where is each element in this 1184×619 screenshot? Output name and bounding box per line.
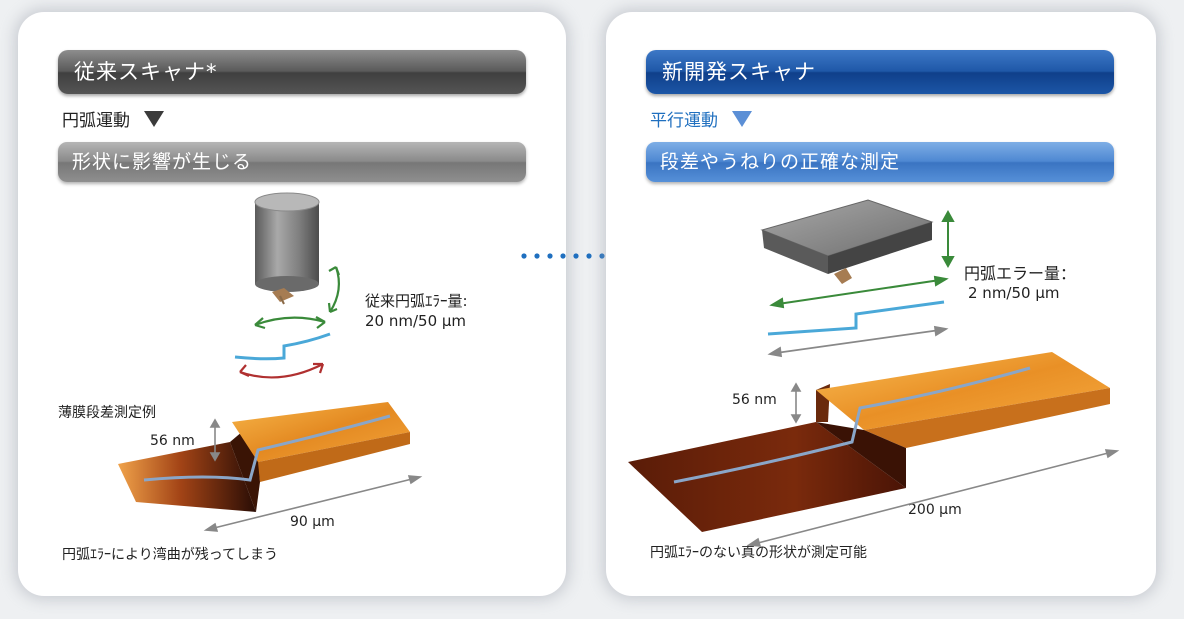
left-width-label: 90 μm [290,514,335,530]
right-width-arrow [746,449,1120,547]
flat-scanner-icon [760,199,934,284]
down-triangle-icon [144,110,164,127]
left-width-arrow [203,475,423,532]
new-scanner-panel: 新開発スキャナ 平行運動 段差やうねりの正確な測定 円弧エラー量： 2 nm/5… [606,12,1156,596]
scan-range-arrow [767,325,949,358]
left-step-height-label: 56 nm [150,433,195,449]
left-caption: 円弧ｴﾗｰにより湾曲が残ってしまう [62,547,279,563]
shape-affected-banner: 形状に影響が生じる [58,142,526,182]
cylinder-scanner-icon [254,192,320,305]
down-triangle-icon [732,110,752,127]
conventional-scanner-panel: 従来スキャナ* 円弧運動 形状に影響が生じる 従来円弧ｴﾗｰ量: 20 nm/5… [18,12,566,596]
accurate-measurement-banner: 段差やうねりの正確な測定 [646,142,1114,182]
arc-motion-row: 円弧運動 [62,106,164,131]
conventional-error-value: 20 nm/50 μm [365,312,467,330]
conventional-scanner-illustration [118,192,423,532]
left-surface-image [118,402,410,512]
parallel-motion-arrow [769,275,949,309]
right-surface-image [628,352,1110,532]
arc-profile-line [234,332,331,361]
new-scanner-illustration [628,199,1120,547]
vertical-motion-arrow [941,209,955,269]
right-width-label: 200 μm [908,502,962,518]
new-error-label: 円弧エラー量： [964,264,1077,283]
thin-film-sample-label: 薄膜段差測定例 [58,405,156,421]
parallel-motion-row: 平行運動 [650,106,752,131]
parallel-motion-label: 平行運動 [650,111,718,131]
left-step-arrow [209,418,221,462]
right-step-arrow [790,382,802,424]
conventional-scanner-header: 従来スキャナ* [58,50,526,94]
new-scanner-header: 新開発スキャナ [646,50,1114,94]
right-step-height-label: 56 nm [732,392,777,408]
conventional-error-label: 従来円弧ｴﾗｰ量: [365,292,468,310]
arc-motion-label: 円弧運動 [62,111,130,131]
right-caption: 円弧ｴﾗｰのない真の形状が測定可能 [650,545,867,561]
new-error-value: 2 nm/50 μm [968,284,1060,302]
arc-motion-arrows [254,266,341,330]
arc-error-arrow [239,362,325,379]
parallel-profile-line [767,300,945,336]
